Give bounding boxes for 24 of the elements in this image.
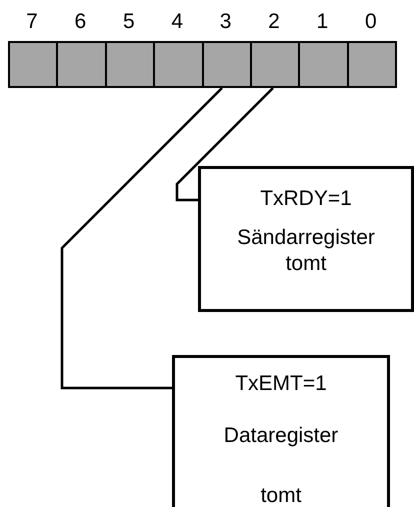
- bit-number: 0: [364, 10, 378, 34]
- description-text: Dataregister tomt: [222, 423, 340, 507]
- bit-number: 1: [316, 10, 330, 34]
- bit-number: 4: [170, 10, 184, 34]
- leader-line: [176, 87, 274, 202]
- callout-box: [198, 166, 414, 312]
- flag-label: TxEMT=1: [234, 371, 328, 397]
- callout-box: [172, 355, 390, 507]
- bit-number: 7: [25, 10, 39, 34]
- leader-line: [60, 87, 223, 390]
- bit-number: 6: [74, 10, 88, 34]
- bit-number: 3: [218, 10, 232, 34]
- register-bit-cell: [104, 41, 156, 88]
- register-bit-cell: [298, 41, 349, 88]
- register-bit-cell: [346, 41, 398, 88]
- description-text: Sändarregister tomt: [236, 225, 376, 277]
- register-bit-cell: [56, 41, 107, 88]
- bit-number: 2: [267, 10, 281, 34]
- flag-label: TxRDY=1: [259, 186, 353, 212]
- register-bit-cell: [202, 41, 252, 88]
- register-bit-cell: [250, 41, 300, 88]
- register-bit-cell: [153, 41, 204, 88]
- register-bit-cell: [8, 41, 58, 88]
- bit-number: 5: [122, 10, 136, 34]
